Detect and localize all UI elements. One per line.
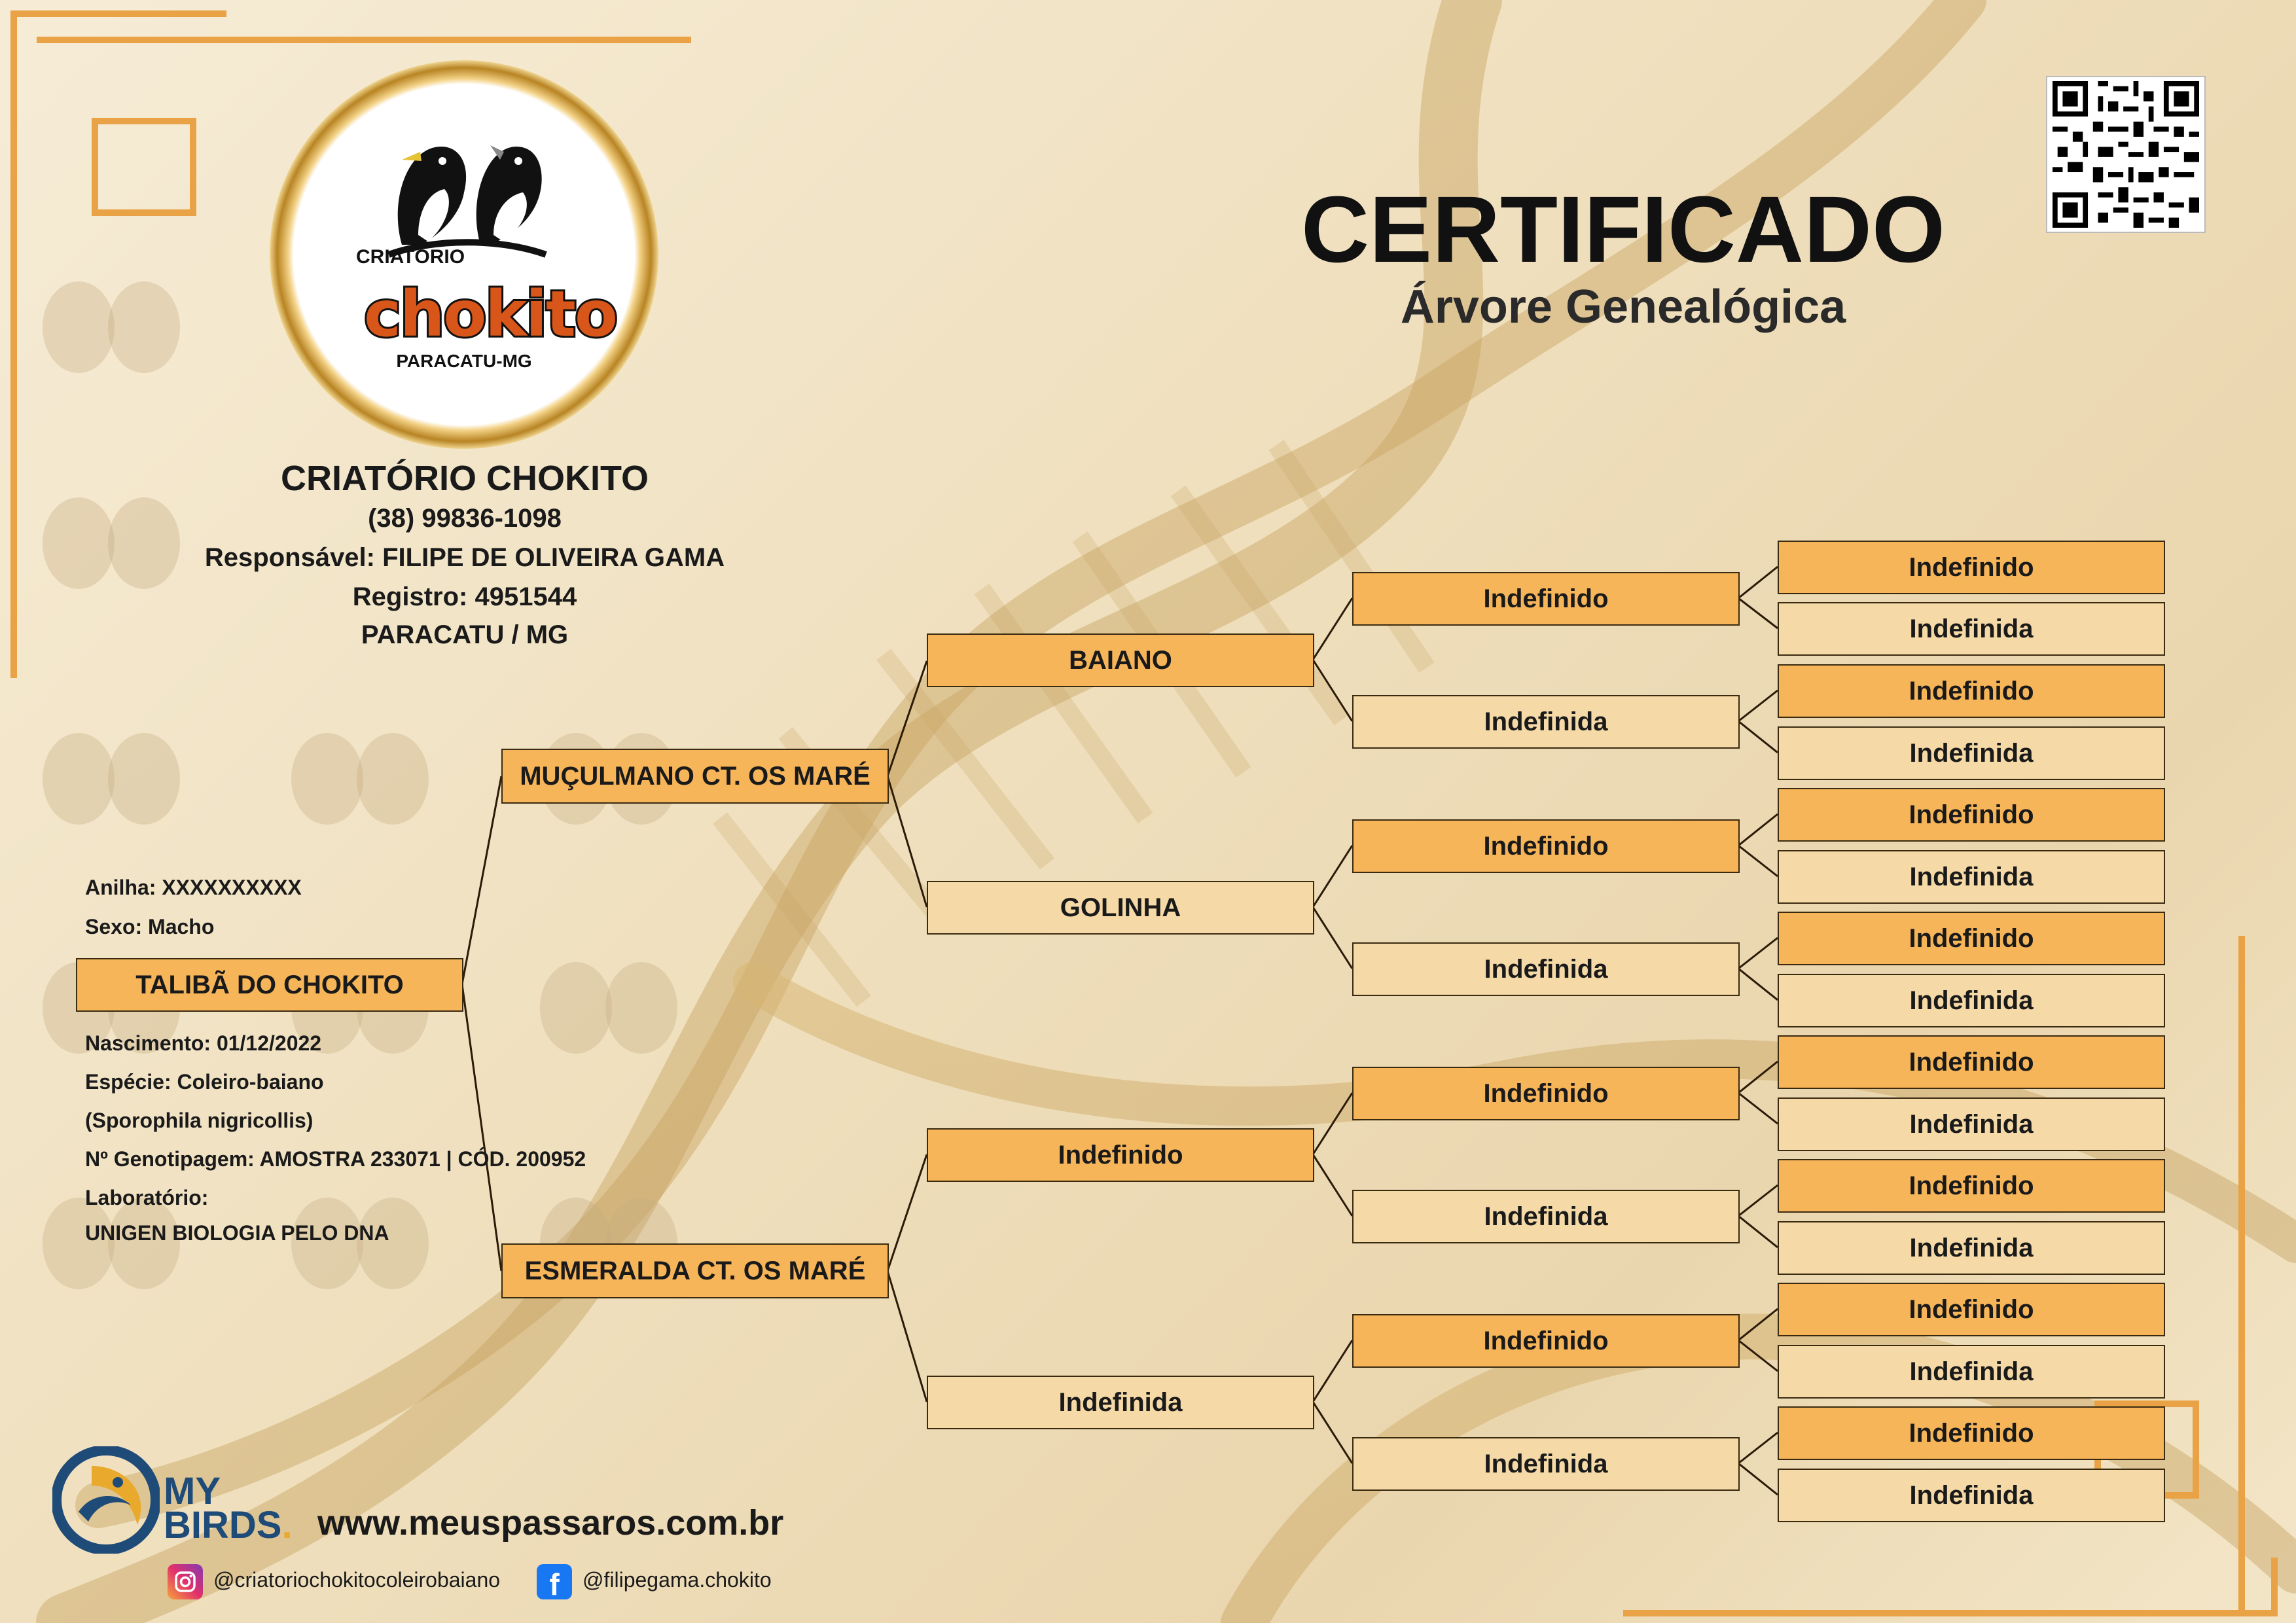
logo-bottom-text: PARACATU-MG bbox=[396, 351, 532, 371]
instagram-icon[interactable] bbox=[168, 1564, 203, 1599]
facebook-glyph: f bbox=[549, 1567, 560, 1601]
great-great-grandparent-box[interactable]: Indefinido bbox=[1778, 1406, 2165, 1460]
frame-top-left-outer bbox=[10, 10, 226, 678]
mybirds-brand-dot: . bbox=[281, 1504, 293, 1546]
great-great-grandparent-box[interactable]: Indefinida bbox=[1778, 974, 2165, 1027]
frame-bottom-right-vertical bbox=[2238, 936, 2245, 1610]
grandparent-box[interactable]: Indefinido bbox=[927, 1128, 1314, 1182]
breeder-registry: Registro: 4951544 bbox=[352, 582, 577, 611]
mybirds-logo-icon bbox=[52, 1446, 160, 1554]
website-link[interactable]: www.meuspassaros.com.br bbox=[317, 1503, 784, 1543]
grandparent-box[interactable]: GOLINHA bbox=[927, 881, 1314, 935]
bird-birth: Nascimento: 01/12/2022 bbox=[85, 1031, 322, 1055]
logo-inner-circle: CRIATÓRIO chokito PARACATU-MG bbox=[304, 94, 624, 415]
mybirds-brand-word: BIRDS bbox=[164, 1504, 282, 1546]
great-great-grandparent-box[interactable]: Indefinida bbox=[1778, 1469, 2165, 1522]
great-grandparent-box[interactable]: Indefinido bbox=[1352, 572, 1740, 626]
instagram-handle[interactable]: @criatoriochokitocoleirobaiano bbox=[213, 1568, 501, 1592]
certificate-title: CERTIFICADO bbox=[1301, 177, 1945, 282]
bird-scientific-name: (Sporophila nigricollis) bbox=[85, 1109, 314, 1132]
great-grandparent-box[interactable]: Indefinido bbox=[1352, 1314, 1740, 1368]
breeder-location: PARACATU / MG bbox=[361, 620, 569, 649]
birds-illustration bbox=[387, 145, 547, 258]
logo-top-text: CRIATÓRIO bbox=[356, 246, 465, 268]
bird-name-box[interactable]: TALIBÃ DO CHOKITO bbox=[76, 958, 463, 1012]
great-great-grandparent-box[interactable]: Indefinido bbox=[1778, 788, 2165, 842]
great-grandparent-box[interactable]: Indefinida bbox=[1352, 1190, 1740, 1243]
great-great-grandparent-box[interactable]: Indefinido bbox=[1778, 1035, 2165, 1089]
qr-code[interactable] bbox=[2047, 77, 2204, 232]
breeder-phone: (38) 99836-1098 bbox=[368, 504, 562, 533]
mybirds-brand-line2: BIRDS. bbox=[164, 1507, 293, 1544]
bird-ring: Anilha: XXXXXXXXXX bbox=[85, 876, 302, 899]
logo-brand-text: chokito bbox=[362, 276, 620, 353]
bird-lab: UNIGEN BIOLOGIA PELO DNA bbox=[85, 1221, 389, 1245]
great-great-grandparent-box[interactable]: Indefinido bbox=[1778, 1283, 2165, 1336]
great-great-grandparent-box[interactable]: Indefinida bbox=[1778, 726, 2165, 780]
bird-species: Espécie: Coleiro-baiano bbox=[85, 1070, 324, 1094]
great-grandparent-box[interactable]: Indefinido bbox=[1352, 1067, 1740, 1120]
frame-top-left-inner bbox=[37, 37, 691, 43]
facebook-handle[interactable]: @filipegama.chokito bbox=[583, 1568, 772, 1592]
great-great-grandparent-box[interactable]: Indefinido bbox=[1778, 912, 2165, 965]
bird-genotyping: Nº Genotipagem: AMOSTRA 233071 | CÓD. 20… bbox=[85, 1147, 586, 1171]
facebook-icon[interactable]: f bbox=[537, 1564, 572, 1599]
grandparent-box[interactable]: Indefinida bbox=[927, 1376, 1314, 1429]
great-grandparent-box[interactable]: Indefinido bbox=[1352, 819, 1740, 873]
great-great-grandparent-box[interactable]: Indefinida bbox=[1778, 1221, 2165, 1275]
great-grandparent-box[interactable]: Indefinida bbox=[1352, 695, 1740, 749]
grandparent-box[interactable]: BAIANO bbox=[927, 633, 1314, 687]
great-great-grandparent-box[interactable]: Indefinido bbox=[1778, 664, 2165, 718]
great-great-grandparent-box[interactable]: Indefinido bbox=[1778, 1159, 2165, 1213]
great-grandparent-box[interactable]: Indefinida bbox=[1352, 1437, 1740, 1491]
parent-father-box[interactable]: MUÇULMANO CT. OS MARÉ bbox=[501, 749, 889, 804]
instagram-glyph bbox=[175, 1571, 196, 1592]
breeder-responsible: Responsável: FILIPE DE OLIVEIRA GAMA bbox=[204, 543, 725, 572]
great-great-grandparent-box[interactable]: Indefinida bbox=[1778, 1097, 2165, 1151]
breeder-logo: CRIATÓRIO chokito PARACATU-MG bbox=[270, 60, 658, 449]
frame-top-left-square bbox=[92, 118, 196, 216]
certificate-subtitle: Árvore Genealógica bbox=[1400, 281, 1846, 333]
parent-mother-box[interactable]: ESMERALDA CT. OS MARÉ bbox=[501, 1243, 889, 1298]
frame-bottom-right-outer bbox=[1623, 1558, 2278, 1616]
bird-sex: Sexo: Macho bbox=[85, 915, 215, 938]
breeder-name: CRIATÓRIO CHOKITO bbox=[281, 459, 649, 498]
qr-code-pattern bbox=[2053, 81, 2199, 228]
mybirds-brand-line1: MY bbox=[164, 1470, 221, 1512]
bird-lab-label: Laboratório: bbox=[85, 1186, 209, 1209]
great-great-grandparent-box[interactable]: Indefinida bbox=[1778, 850, 2165, 904]
great-great-grandparent-box[interactable]: Indefinida bbox=[1778, 602, 2165, 656]
great-great-grandparent-box[interactable]: Indefinido bbox=[1778, 541, 2165, 594]
great-grandparent-box[interactable]: Indefinida bbox=[1352, 942, 1740, 996]
great-great-grandparent-box[interactable]: Indefinida bbox=[1778, 1345, 2165, 1399]
